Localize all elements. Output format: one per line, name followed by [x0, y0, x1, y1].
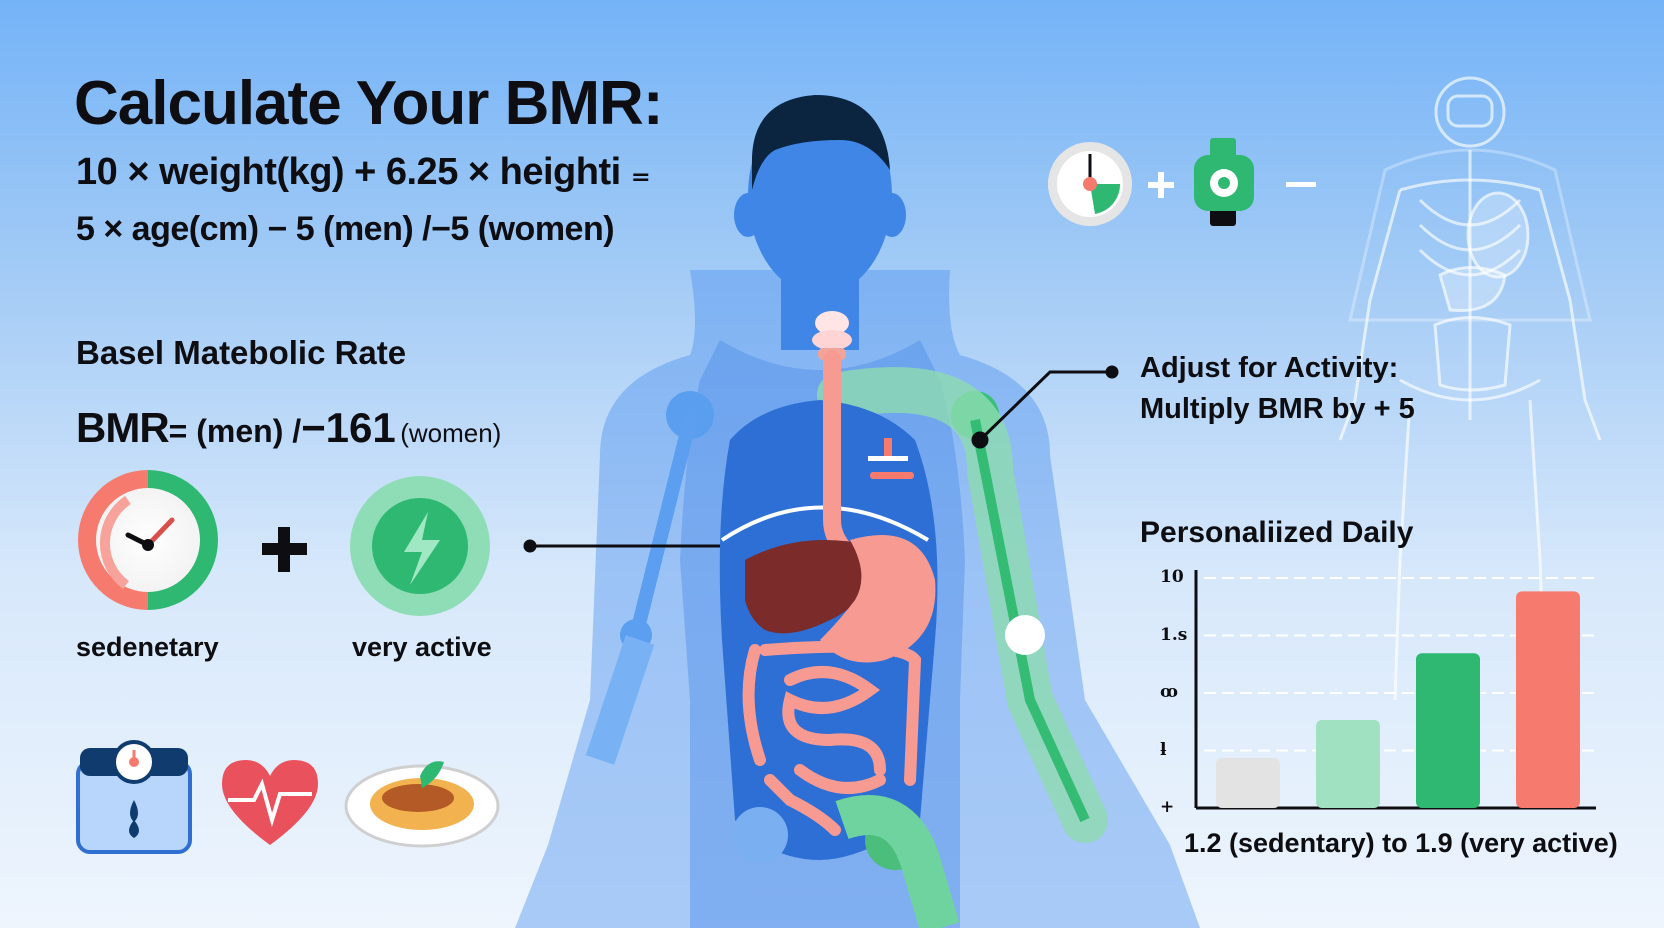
adjust-detail: Multiply BMR by + 5: [1140, 393, 1415, 425]
chart-y-tick-label: ꝏ: [1160, 682, 1179, 702]
plus-small-icon: [1148, 172, 1174, 198]
leader-lines: [523, 365, 1119, 553]
adjust-heading: Adjust for Activity:: [1140, 352, 1399, 384]
food-plate-icon: [344, 761, 500, 848]
timer-icon: [1048, 142, 1132, 226]
bmr-equation: BMR= (men) /−161 (women): [76, 404, 501, 452]
formula-line-2: 5 × age(cm) − 5 (men) /−5 (women): [76, 210, 615, 248]
gauge-icon: [78, 470, 218, 610]
formula-line-1: 10 × weight(kg) + 6.25 × heighti ₌: [76, 151, 651, 193]
chart-x-label: 1.2 (sedentary) to 1.9 (very active): [1184, 828, 1618, 858]
page-title: Calculate Your BMR:: [74, 69, 663, 138]
fitness-watch-icon: [1194, 138, 1254, 226]
chart-y-tick-label: +: [1160, 797, 1175, 817]
chart-bar: [1216, 758, 1280, 808]
heart-pulse-icon: [222, 760, 318, 845]
lightning-icon: [350, 476, 490, 616]
chart-bar: [1416, 653, 1480, 808]
label-very-active: very active: [352, 632, 492, 662]
chart-title: Personaliized Daily: [1140, 516, 1414, 549]
chart-y-tick-label: ƚ: [1160, 739, 1167, 760]
bmr-women: (women): [400, 418, 502, 448]
human-body: [515, 95, 1200, 928]
plus-icon: [262, 527, 307, 572]
label-sedentary: sedenetary: [76, 632, 219, 662]
activity-chart: [1194, 570, 1596, 810]
section-subtitle: Basel Matebolic Rate: [76, 334, 407, 371]
scale-icon: [76, 740, 192, 854]
minus-icon: [1286, 182, 1316, 187]
chart-y-tick-label: 10: [1160, 567, 1184, 587]
bmr-label: BMR: [76, 404, 170, 451]
bmr-number: −161: [301, 404, 396, 451]
chart-bar: [1316, 719, 1380, 808]
bmr-eq: = (men) /: [168, 413, 302, 449]
chart-bar: [1516, 591, 1580, 808]
chart-y-tick-label: 1.ѕ: [1160, 624, 1188, 645]
